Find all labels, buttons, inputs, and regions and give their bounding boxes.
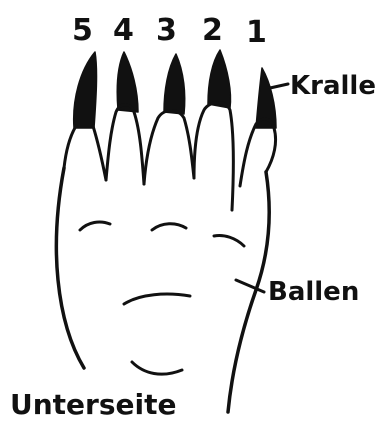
toe-pad-middle [152, 224, 186, 230]
toe-pad-right [214, 235, 244, 246]
claw-toe-5 [74, 52, 97, 128]
toe-3-outline [144, 111, 194, 185]
claw-leader-line [270, 84, 288, 88]
toe-5-inner-edge [93, 126, 106, 180]
claw-toe-3 [164, 54, 185, 114]
toe-pad-left [80, 222, 110, 230]
toe-4-outline [106, 105, 144, 185]
claw-label: Kralle [290, 71, 376, 101]
toe-number-5: 5 [72, 13, 93, 48]
main-pad [124, 294, 190, 304]
toe-5-outline [64, 126, 76, 168]
toe-number-3: 3 [156, 13, 177, 48]
diagram-caption: Unterseite [10, 388, 176, 421]
toe-number-4: 4 [113, 13, 134, 48]
claw-toe-2 [208, 50, 231, 108]
heel-pad [132, 362, 182, 374]
toe-2-outline [194, 103, 233, 211]
toe-1-outline [240, 119, 276, 186]
pad-label: Ballen [268, 277, 359, 307]
toe-number-2: 2 [202, 13, 223, 48]
toe-number-1: 1 [246, 15, 267, 50]
claw-toe-4 [117, 52, 138, 112]
paw-left-side [56, 168, 84, 368]
